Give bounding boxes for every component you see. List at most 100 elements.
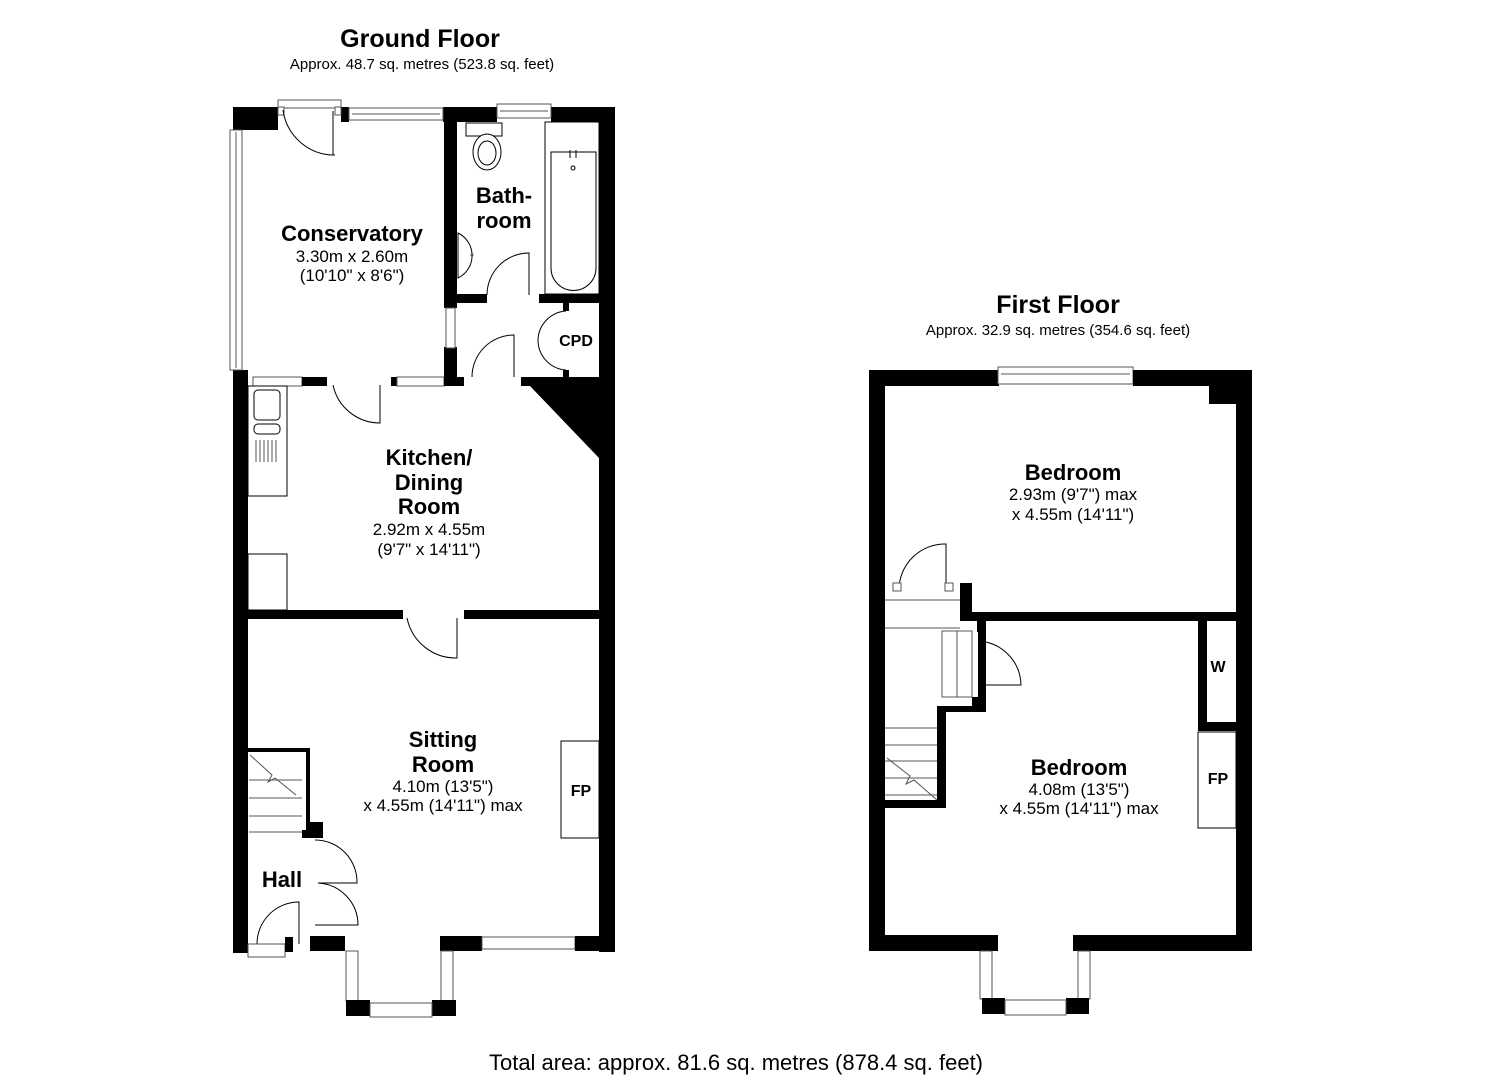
window <box>997 366 1134 385</box>
door-swing <box>537 310 567 341</box>
wall <box>885 632 986 808</box>
room-dimensions-imperial: x 4.55m (14'11") max <box>363 796 523 815</box>
ground-floor-plan: CPD FP <box>229 99 615 1018</box>
ground-floor-area: Approx. 48.7 sq. metres (523.8 sq. feet) <box>290 56 554 73</box>
room-dimensions-imperial: x 4.55m (14'11") <box>1012 505 1134 524</box>
wall <box>1198 722 1236 731</box>
window <box>1077 950 1091 1000</box>
room-name: Sitting <box>409 727 477 752</box>
first-floor-plan: W FP Bedroom 2.93m (9'7") max x 4.55m (1… <box>869 366 1252 1016</box>
cupboard-label: CPD <box>559 333 593 350</box>
total-area: Total area: approx. 81.6 sq. metres (878… <box>489 1050 983 1075</box>
door-swing <box>486 252 530 296</box>
wardrobe-label: W <box>1210 659 1226 676</box>
fireplace <box>1197 731 1237 829</box>
bedroom-fireplace-label: FP <box>1208 771 1229 788</box>
wall <box>539 294 599 303</box>
wall <box>521 377 599 386</box>
bedroom-rear: Bedroom 2.93m (9'7") max x 4.55m (14'11"… <box>1009 460 1138 524</box>
kitchen-unit <box>247 553 288 611</box>
wall <box>464 610 599 619</box>
staircase <box>885 599 973 801</box>
window <box>369 1002 433 1018</box>
wall <box>248 610 403 619</box>
wall <box>1236 370 1252 951</box>
room-dimensions-imperial: x 4.55m (14'11") max <box>999 799 1159 818</box>
first-floor-title: First Floor <box>996 291 1120 319</box>
bath-icon <box>544 121 600 295</box>
ground-floor-title: Ground Floor <box>340 25 500 53</box>
wall <box>443 107 497 122</box>
wall <box>233 370 248 953</box>
fireplace <box>560 740 600 839</box>
room-name: Conservatory <box>281 221 424 246</box>
staircase <box>249 754 302 833</box>
door-swing <box>406 617 458 659</box>
wall <box>457 294 487 303</box>
door-swing <box>314 839 358 884</box>
wall <box>1209 386 1236 404</box>
window <box>481 936 576 950</box>
sitting-fireplace-label: FP <box>571 783 592 800</box>
door-frame <box>277 99 342 109</box>
window <box>979 950 993 1000</box>
wall <box>1198 621 1207 731</box>
wall <box>960 612 1236 621</box>
room-name: Bedroom <box>1025 460 1122 485</box>
wall <box>440 936 482 951</box>
door-swing <box>977 640 1022 686</box>
wall <box>310 936 345 951</box>
room-name: Room <box>412 752 474 777</box>
sitting-room: Sitting Room 4.10m (13'5") x 4.55m (14'1… <box>363 727 523 815</box>
hall-label: Hall <box>262 867 302 892</box>
basin-icon <box>457 232 473 279</box>
window <box>345 950 359 1002</box>
room-dimensions: 2.92m x 4.55m <box>373 520 485 539</box>
wall <box>869 935 998 951</box>
wall <box>1073 935 1252 951</box>
kitchen-dining-room: Kitchen/ Dining Room 2.92m x 4.55m (9'7"… <box>373 445 485 559</box>
conservatory-room: Conservatory 3.30m x 2.60m (10'10" x 8'6… <box>281 221 424 285</box>
wall <box>444 347 457 384</box>
room-dimensions: 2.93m (9'7") max <box>1009 485 1138 504</box>
door-swing <box>471 334 515 378</box>
room-name: Kitchen/ <box>386 445 473 470</box>
room-name: room <box>477 208 532 233</box>
room-dimensions-imperial: (9'7" x 14'11") <box>377 540 480 559</box>
wall <box>444 377 464 386</box>
window <box>440 950 454 1002</box>
wall <box>599 107 615 952</box>
wall <box>575 936 615 951</box>
wall <box>341 107 349 122</box>
wall <box>391 377 397 386</box>
window <box>396 376 445 387</box>
wall <box>960 583 972 613</box>
room-dimensions: 3.30m x 2.60m <box>296 247 408 266</box>
room-name: Bedroom <box>1031 755 1128 780</box>
door-swing <box>332 384 381 424</box>
room-name: Bath- <box>476 183 532 208</box>
wall <box>1133 370 1252 386</box>
wall <box>302 377 327 386</box>
room-dimensions-imperial: (10'10" x 8'6") <box>300 266 405 285</box>
bedroom-front: Bedroom 4.08m (13'5") x 4.55m (14'11") m… <box>999 755 1159 818</box>
room-name: Dining <box>395 470 463 495</box>
wall <box>233 107 248 130</box>
door-frame <box>247 943 286 958</box>
sink-icon <box>253 389 281 421</box>
window <box>445 307 456 349</box>
room-dimensions: 4.10m (13'5") <box>393 777 494 796</box>
door-swing <box>256 901 300 945</box>
door-swing <box>282 109 336 156</box>
wall <box>444 122 457 308</box>
room-dimensions: 4.08m (13'5") <box>1029 780 1130 799</box>
first-floor-area: Approx. 32.9 sq. metres (354.6 sq. feet) <box>926 322 1190 339</box>
door-swing <box>898 543 947 591</box>
window <box>1004 999 1067 1016</box>
wall <box>248 748 323 838</box>
wall <box>869 370 885 951</box>
room-name: Room <box>398 494 460 519</box>
chimney-breast <box>530 386 599 458</box>
bathroom-room: Bath- room <box>476 183 532 233</box>
